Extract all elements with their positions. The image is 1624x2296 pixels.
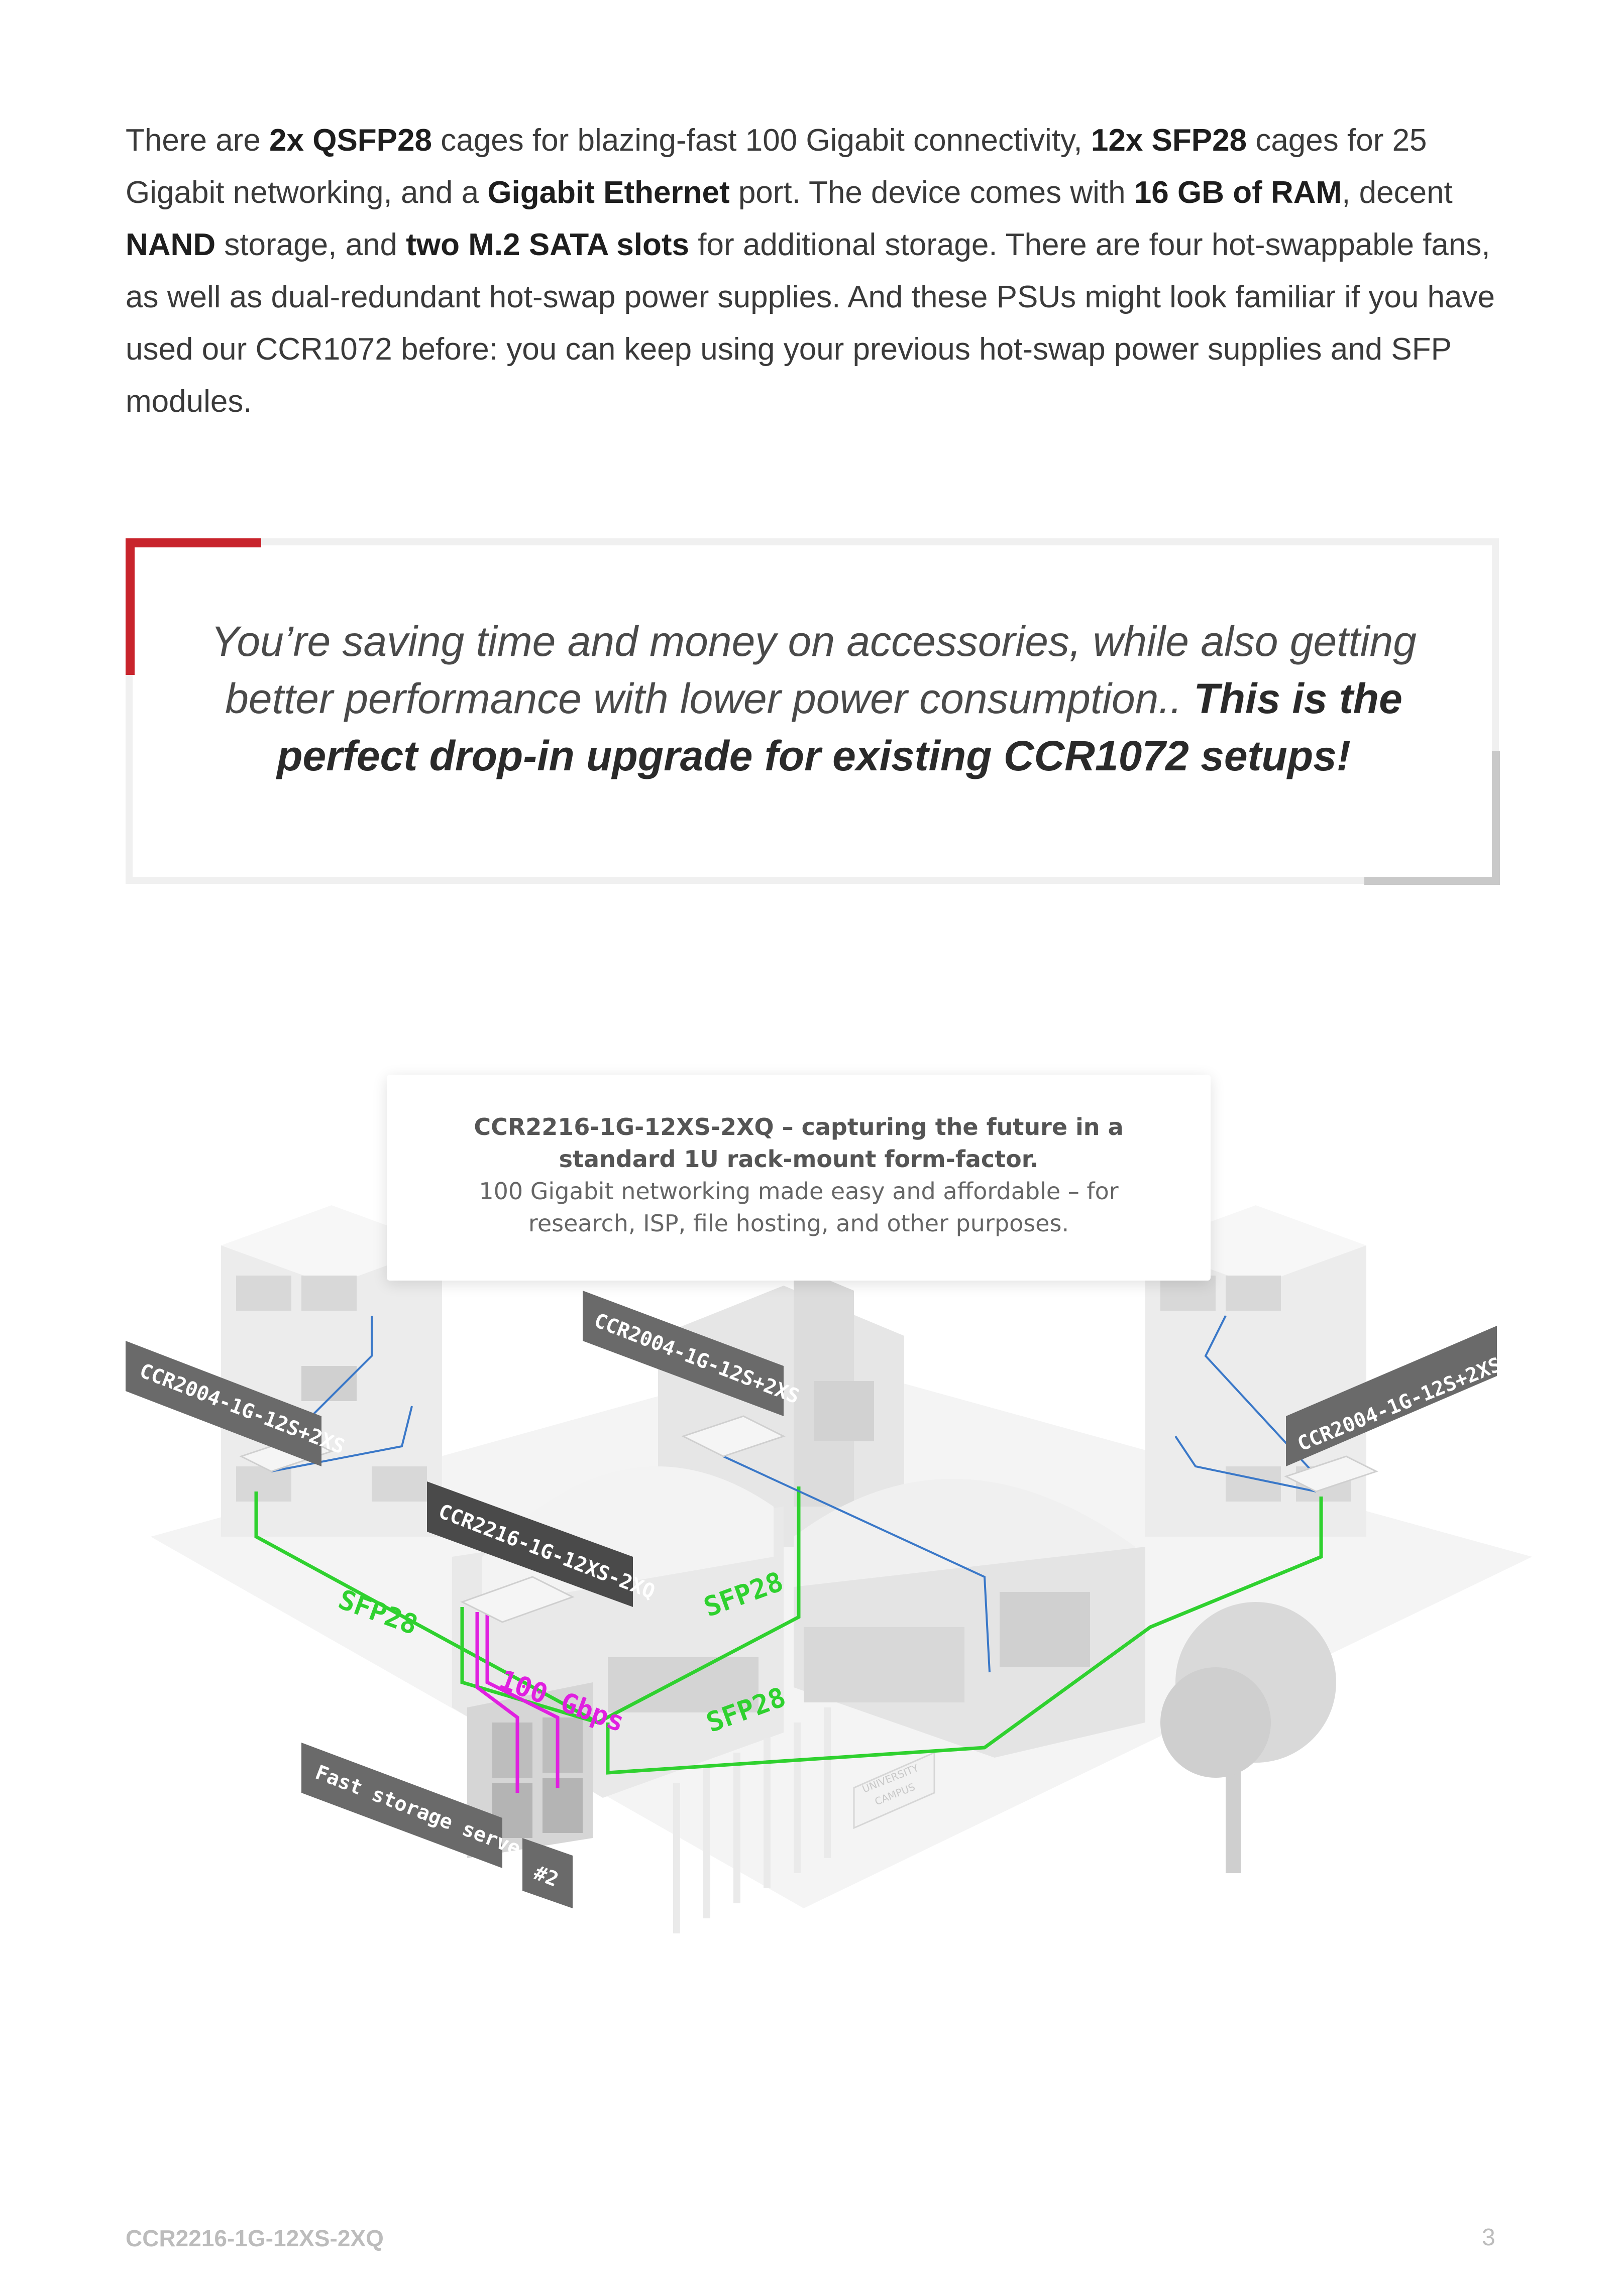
quote-accent-top — [126, 538, 261, 547]
campus-network-illustration: UNIVERSITY CAMPUS CCR2004-1G-12S+2XS CCR… — [126, 1205, 1532, 1933]
callout-box: CCR2216-1G-12XS-2XQ – capturing the futu… — [387, 1075, 1211, 1281]
quote-accent-right — [1492, 751, 1500, 884]
tree — [1160, 1602, 1336, 1873]
fence — [673, 1707, 831, 1933]
callout-title: CCR2216-1G-12XS-2XQ – capturing the futu… — [474, 1113, 1124, 1173]
quote-accent-left — [126, 538, 135, 675]
routers — [239, 1415, 1378, 1623]
footer-model: CCR2216-1G-12XS-2XQ — [126, 2225, 384, 2251]
storage-servers — [467, 1682, 593, 1858]
quote-accent-bottom — [1364, 877, 1500, 885]
network-links — [254, 1315, 1327, 1793]
page-number: 3 — [1482, 2224, 1495, 2251]
pull-quote: You’re saving time and money on accessor… — [211, 618, 1417, 779]
intro-paragraph: There are 2x QSFP28 cages for blazing-fa… — [126, 123, 1495, 419]
callout-subtitle: 100 Gigabit networking made easy and aff… — [479, 1178, 1119, 1237]
